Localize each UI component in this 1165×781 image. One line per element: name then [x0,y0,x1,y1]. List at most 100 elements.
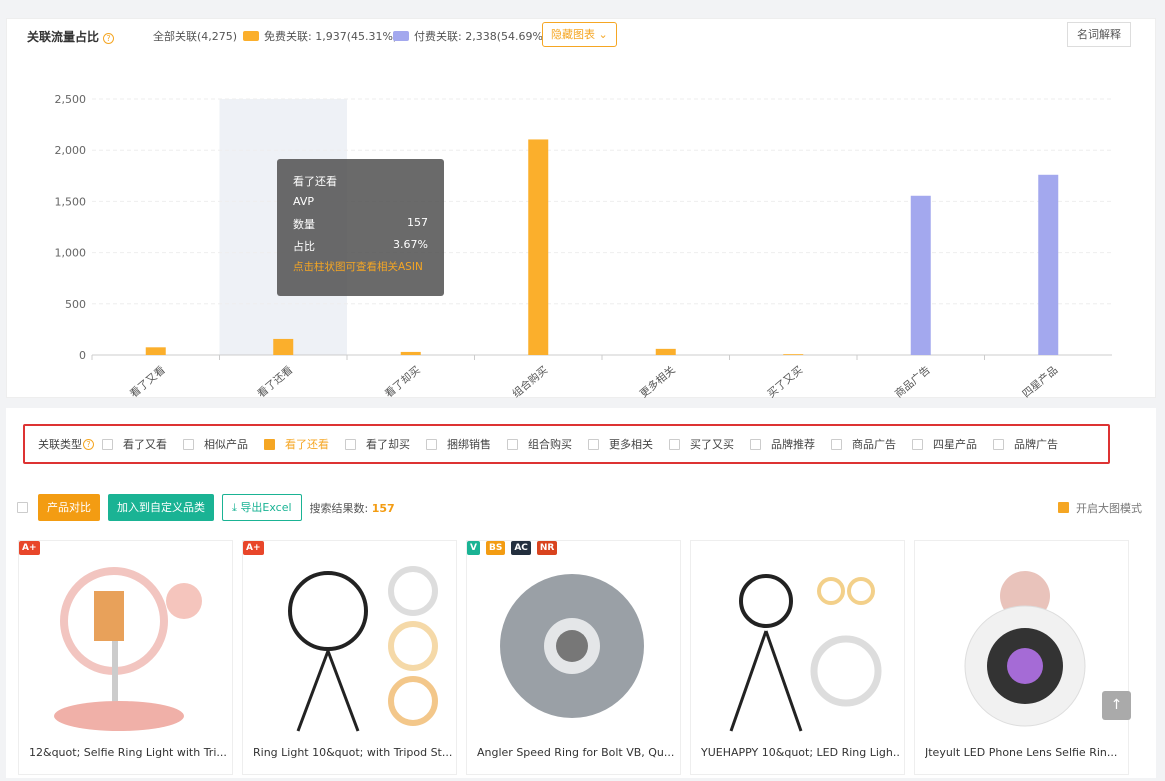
legend-free[interactable]: 免费关联: 1,937(45.31%) [243,28,397,44]
paid-swatch [393,31,409,41]
big-image-label: 开启大图模式 [1076,501,1142,515]
badge: V [467,541,480,555]
result-number: 157 [371,501,395,515]
badge: AC [511,541,531,555]
product-card[interactable]: YUEHAPPY 10&quot; LED Ring Ligh... [690,540,905,775]
filter-label-text: 关联类型 [38,438,82,451]
big-image-toggle[interactable]: 开启大图模式 [1058,500,1142,516]
checkbox[interactable] [183,438,194,450]
download-icon: ⤓ [232,501,237,514]
checkbox[interactable] [345,438,356,450]
y-tick-label: 2,000 [55,144,87,157]
filter-option-更多相关[interactable]: 更多相关 [588,436,653,452]
filter-label: 关联类型? [38,436,94,452]
legend-paid[interactable]: 付费关联: 2,338(54.69%) [393,28,547,44]
legend-all[interactable]: 全部关联(4,275) [153,30,238,43]
checkbox[interactable] [102,438,113,450]
bar-组合购买[interactable] [528,139,549,355]
checkbox[interactable] [912,438,923,450]
help-icon[interactable]: ? [83,438,94,450]
bar-四星产品[interactable] [1038,174,1059,355]
option-label: 组合购买 [528,438,572,451]
checkbox[interactable] [426,438,437,450]
product-title[interactable]: 12&quot; Selfie Ring Light with Tri... [29,746,227,759]
filter-option-看了还看[interactable]: 看了还看 [264,436,329,452]
product-card[interactable]: A+Ring Light 10&quot; with Tripod St... [242,540,457,775]
x-tick-label: 组合购买 [510,363,551,399]
product-title[interactable]: Ring Light 10&quot; with Tripod St... [253,746,453,759]
badge: A+ [19,541,40,555]
product-card[interactable]: A+ 12&quot; Selfie Ring Light with Tri... [18,540,233,775]
x-tick-label: 商品广告 [892,363,933,399]
option-label: 看了又看 [123,438,167,451]
product-image[interactable] [258,561,443,736]
option-label: 品牌推荐 [771,438,815,451]
checkbox[interactable] [669,438,680,450]
badges: A+ [19,541,40,555]
product-image[interactable] [34,561,219,736]
big-image-checkbox[interactable] [1058,502,1069,513]
checkbox[interactable] [588,438,599,450]
filter-option-组合购买[interactable]: 组合购买 [507,436,572,452]
compare-button[interactable]: 产品对比 [38,494,100,521]
tooltip-link[interactable]: 点击柱状图可查看相关ASIN [293,261,423,273]
filter-option-看了又看[interactable]: 看了又看 [102,436,167,452]
bar-看了还看[interactable] [273,338,294,355]
option-label: 捆绑销售 [447,438,491,451]
y-tick-label: 2,500 [55,93,87,106]
bar-买了又买[interactable] [783,354,804,355]
product-card[interactable]: Jteyult LED Phone Lens Selfie Rin... [914,540,1129,775]
option-label: 看了还看 [285,438,329,451]
tooltip-sub: AVP [293,194,314,208]
result-label: 搜索结果数: [309,501,369,515]
filter-option-品牌广告[interactable]: 品牌广告 [993,436,1058,452]
bar-更多相关[interactable] [655,348,676,355]
bar-看了却买[interactable] [400,351,421,355]
filter-option-相似产品[interactable]: 相似产品 [183,436,248,452]
bar-chart: 05001,0001,5002,0002,500看了又看看了还看看了却买组合购买… [55,93,1112,399]
checkbox[interactable] [993,438,1004,450]
x-tick-label: 四星产品 [1020,363,1061,399]
product-image[interactable] [706,561,891,736]
y-tick-label: 1,000 [55,247,87,260]
product-title[interactable]: Angler Speed Ring for Bolt VB, Qu... [477,746,675,759]
product-title[interactable]: Jteyult LED Phone Lens Selfie Rin... [925,746,1118,759]
export-excel-button[interactable]: ⤓ 导出Excel [222,494,302,521]
toolbar: 产品对比 加入到自定义品类 ⤓ 导出Excel 搜索结果数: 157 开启大图模… [17,494,1142,521]
checkbox[interactable] [507,438,518,450]
bar-商品广告[interactable] [910,195,931,355]
filter-option-四星产品[interactable]: 四星产品 [912,436,977,452]
add-category-button[interactable]: 加入到自定义品类 [108,494,214,521]
legend-free-label: 免费关联: 1,937(45.31%) [264,30,398,43]
glossary-button[interactable]: 名词解释 [1067,22,1131,47]
option-label: 四星产品 [933,438,977,451]
x-tick-label: 看了还看 [255,363,296,399]
back-to-top-button[interactable]: ↑ [1102,691,1131,720]
help-icon[interactable]: ? [103,33,115,44]
tooltip-title: 看了还看 [293,175,337,188]
legend-paid-label: 付费关联: 2,338(54.69%) [414,30,548,43]
product-image[interactable] [482,561,667,736]
filter-option-买了又买[interactable]: 买了又买 [669,436,734,452]
filter-option-看了却买[interactable]: 看了却买 [345,436,410,452]
panel-title-text: 关联流量占比 [27,30,100,44]
product-grid: A+ 12&quot; Selfie Ring Light with Tri...… [18,540,1129,775]
filter-option-品牌推荐[interactable]: 品牌推荐 [750,436,815,452]
export-label: 导出Excel [240,501,292,514]
checkbox[interactable] [264,438,275,450]
option-label: 看了却买 [366,438,410,451]
bar-看了又看[interactable] [145,347,166,355]
checkbox[interactable] [750,438,761,450]
tooltip-ratio: 3.67% [393,237,428,251]
product-title[interactable]: YUEHAPPY 10&quot; LED Ring Ligh... [701,746,901,759]
result-count: 搜索结果数: 157 [310,500,395,516]
filter-option-商品广告[interactable]: 商品广告 [831,436,896,452]
checkbox[interactable] [831,438,842,450]
hide-chart-button[interactable]: 隐藏图表 ⌄ [542,22,617,47]
select-all-checkbox[interactable] [17,502,28,513]
product-image[interactable] [930,561,1115,736]
filter-option-捆绑销售[interactable]: 捆绑销售 [426,436,491,452]
